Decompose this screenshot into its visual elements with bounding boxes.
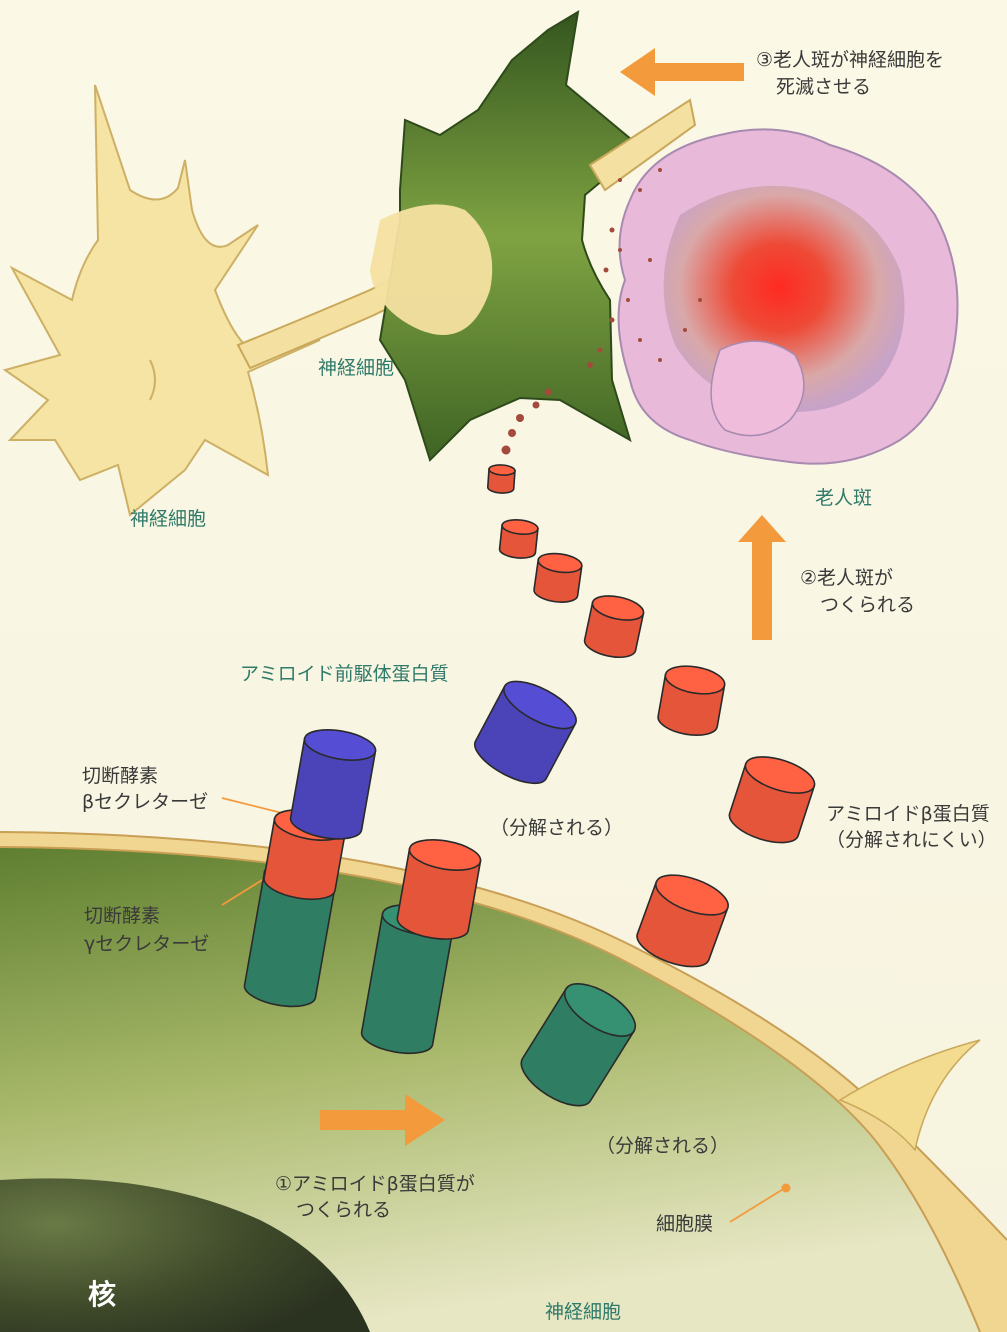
step2-line1: ②老人斑が [800, 566, 893, 591]
abeta-fragment-3 [656, 662, 727, 739]
label-neuron-top: 神経細胞 [318, 356, 394, 381]
label-gamma-secretase-line1: 切断酵素 [84, 904, 160, 929]
label-degraded-app: （分解される） [490, 816, 623, 841]
step1-line2: つくられる [296, 1198, 391, 1223]
label-nucleus: 核 [88, 1278, 116, 1312]
step3-line1: ③老人斑が神経細胞を [756, 48, 944, 73]
step3-line2: 死滅させる [776, 75, 871, 100]
label-plaque: 老人斑 [815, 486, 872, 511]
label-neuron-left: 神経細胞 [130, 507, 206, 532]
label-degraded-membrane: （分解される） [596, 1134, 729, 1159]
abeta-fragment-7 [487, 464, 515, 494]
label-app: アミロイド前駆体蛋白質 [240, 662, 449, 687]
label-abeta-line1: アミロイドβ蛋白質 [826, 802, 990, 827]
step2-line2: つくられる [820, 593, 915, 618]
abeta-fragment-6 [499, 518, 539, 560]
label-abeta-line2: （分解されにくい） [826, 828, 997, 853]
label-beta-secretase-line1: 切断酵素 [82, 764, 158, 789]
step1-line1: ①アミロイドβ蛋白質が [275, 1172, 475, 1197]
label-gamma-secretase-line2: γセクレターゼ [84, 932, 209, 957]
label-beta-secretase-line2: βセクレターゼ [82, 790, 208, 815]
abeta-fragment-5 [533, 551, 583, 605]
label-membrane: 細胞膜 [656, 1212, 713, 1237]
label-neuron-bottom: 神経細胞 [545, 1300, 621, 1325]
